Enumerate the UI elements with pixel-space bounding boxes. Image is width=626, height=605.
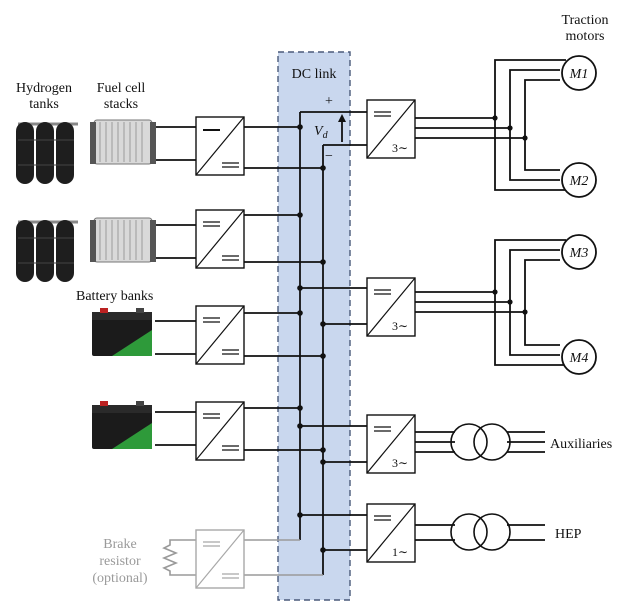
junction (320, 447, 326, 453)
hydrogen-tanks-label-1: Hydrogen (16, 81, 72, 96)
junction (492, 115, 497, 120)
bus-m4-a (495, 292, 566, 365)
fuel-cell-stacks-label-1: Fuel cell (97, 81, 146, 96)
inverter-1-output: 3∼ (392, 141, 408, 155)
aux-transformer-coil-2 (474, 424, 510, 460)
dcdc-converter-brake (196, 530, 244, 588)
dcdc-converter-2 (196, 210, 244, 268)
junction (297, 423, 303, 429)
bus-m3-b (510, 250, 560, 302)
brake-resistor-symbol (164, 540, 178, 575)
dc-plus-sign: + (325, 94, 333, 109)
bus-m4-c (525, 312, 560, 345)
motor-m4-label: M4 (569, 351, 589, 366)
bus-m1-c (525, 80, 560, 138)
dcdc-converter-4 (196, 402, 244, 460)
auxiliaries-label: Auxiliaries (550, 437, 612, 452)
inverter-4-output: 1∼ (392, 545, 408, 559)
fuel-cell-stacks-label-2: stacks (104, 97, 138, 112)
junction (522, 135, 527, 140)
fuel-cell-stack-2 (90, 218, 156, 262)
aux-transformer-coil-1 (451, 424, 487, 460)
junction (297, 310, 303, 316)
motor-m1: M1 (562, 56, 596, 90)
hydrogen-tanks-1 (16, 122, 78, 184)
battery-bank-2 (92, 401, 152, 449)
battery-bank-1 (92, 308, 152, 356)
bus-m1-a (495, 60, 566, 118)
hep-label: HEP (555, 527, 582, 542)
battery-banks-label: Battery banks (76, 289, 153, 304)
bus-m3-c (525, 260, 560, 312)
inverter-4: 1∼ (367, 504, 415, 562)
motor-m1-label: M1 (569, 67, 589, 82)
hydrogen-tanks-2 (16, 220, 78, 282)
junction (320, 259, 326, 265)
junction (320, 547, 326, 553)
motor-m3-label: M3 (569, 246, 589, 261)
traction-motors-label-2: motors (566, 29, 605, 44)
junction (507, 125, 512, 130)
motor-m2-label: M2 (569, 174, 589, 189)
motor-m4: M4 (562, 340, 596, 374)
brake-resistor-label-2: resistor (99, 554, 141, 569)
dc-minus-sign: − (325, 149, 333, 164)
junction (297, 285, 303, 291)
bus-m2-b (510, 128, 560, 180)
inverter-2: 3∼ (367, 278, 415, 336)
traction-motors-label-1: Traction (562, 13, 609, 28)
junction (320, 459, 326, 465)
dcdc-converter-1 (196, 117, 244, 175)
inverter-3-output: 3∼ (392, 456, 408, 470)
inverter-1: 3∼ (367, 100, 415, 158)
junction (320, 321, 326, 327)
junction (522, 309, 527, 314)
bus-m4-b (510, 302, 560, 355)
motor-m3: M3 (562, 235, 596, 269)
brake-resistor-label-1: Brake (103, 537, 136, 552)
hydrogen-tanks-label-2: tanks (29, 97, 59, 112)
junction (320, 353, 326, 359)
brake-resistor-label-3: (optional) (92, 571, 148, 586)
inverter-3: 3∼ (367, 415, 415, 473)
hep-transformer-coil-1 (451, 514, 487, 550)
bus-m1-b (510, 70, 560, 128)
fuel-cell-stack-1 (90, 120, 156, 164)
junction (297, 212, 303, 218)
junction (297, 405, 303, 411)
junction (320, 165, 326, 171)
dc-link-label: DC link (292, 67, 337, 82)
junction (492, 289, 497, 294)
junction (297, 124, 303, 130)
inverter-2-output: 3∼ (392, 319, 408, 333)
junction (297, 512, 303, 518)
bus-m3-a (495, 240, 566, 292)
junction (507, 299, 512, 304)
motor-m2: M2 (562, 163, 596, 197)
bus-m2-c (525, 138, 560, 170)
dcdc-converter-3 (196, 306, 244, 364)
hep-transformer-coil-2 (474, 514, 510, 550)
